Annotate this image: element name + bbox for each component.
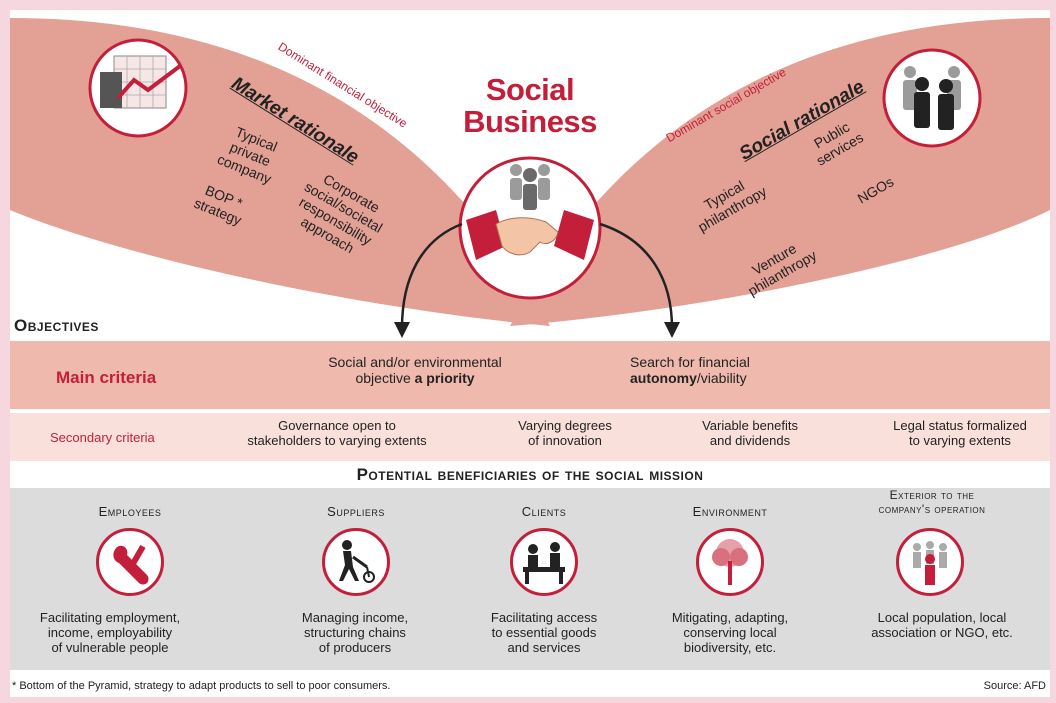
objectives-heading: Objectives xyxy=(14,316,99,335)
beneficiary-title-employees: Employees xyxy=(98,504,162,519)
handshake-icon xyxy=(466,210,594,260)
beneficiary-title-environment: Environment xyxy=(692,504,768,519)
left-arrow xyxy=(400,222,463,329)
counter-service-icon xyxy=(510,528,578,596)
main-criteria-band xyxy=(10,341,1050,409)
footnote: * Bottom of the Pyramid, strategy to ada… xyxy=(12,680,391,692)
main-criteria-label: Main criteria xyxy=(56,368,157,387)
infographic: Social Business Dominant financial objec… xyxy=(10,10,1050,697)
cart-worker-icon xyxy=(322,528,390,596)
beneficiary-desc-suppliers: Managing income, structuring chains of p… xyxy=(301,610,409,655)
beneficiary-desc-exterior: Local population, local association or N… xyxy=(871,610,1013,640)
beneficiary-title-suppliers: Suppliers xyxy=(327,504,385,519)
title-line-1: Social xyxy=(485,72,575,107)
title-line-2: Business xyxy=(463,104,597,139)
secondary-criteria-label: Secondary criteria xyxy=(50,430,155,445)
beneficiary-desc-clients: Facilitating access to essential goods a… xyxy=(490,610,598,655)
beneficiaries-heading: Potential beneficiaries of the social mi… xyxy=(356,465,704,484)
beneficiary-title-clients: Clients xyxy=(521,504,567,519)
right-arrow xyxy=(599,222,674,329)
secondary-criteria-1: Governance open to stakeholders to varyi… xyxy=(247,418,427,448)
source-label: Source: AFD xyxy=(983,680,1046,692)
right-arrowhead xyxy=(664,322,680,338)
left-petal xyxy=(10,18,550,326)
left-arrowhead xyxy=(394,322,410,338)
main-criteria-1: Social and/or environmental objective a … xyxy=(328,354,502,386)
beneficiary-desc-environment: Mitigating, adapting, conserving local b… xyxy=(671,610,789,655)
crowd-icon xyxy=(882,48,982,148)
beneficiary-desc-employees: Facilitating employment, income, employa… xyxy=(39,610,181,655)
petals-graphic xyxy=(10,18,1050,338)
secondary-criteria-2: Varying degrees of innovation xyxy=(518,418,612,448)
community-icon xyxy=(896,528,964,596)
wrench-icon xyxy=(96,528,164,596)
secondary-criteria-band xyxy=(10,413,1050,461)
social-business-title: Social Business xyxy=(460,74,600,138)
chart-icon xyxy=(88,38,188,138)
tree-icon xyxy=(696,528,764,596)
secondary-criteria-4: Legal status formalized to varying exten… xyxy=(893,418,1027,448)
main-criteria-2: Search for financial autonomy/viability xyxy=(630,354,750,386)
beneficiary-title-exterior: Exterior to the company's operation xyxy=(878,488,986,516)
people-group-icon xyxy=(510,164,550,210)
secondary-criteria-3: Variable benefits and dividends xyxy=(702,418,798,448)
